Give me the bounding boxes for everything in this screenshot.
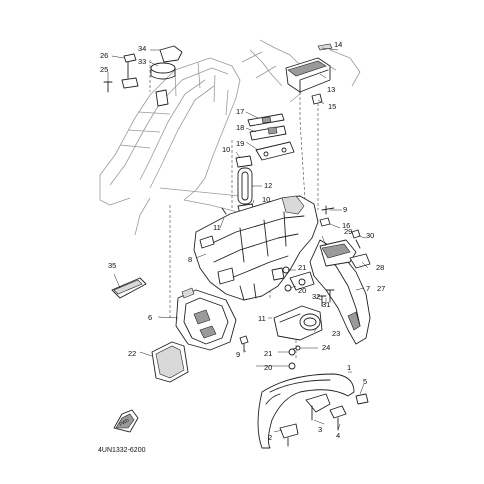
callout-23: 23: [332, 329, 340, 338]
callout-9-lower: 9: [236, 350, 240, 359]
callout-9-upper: 9: [343, 205, 347, 214]
callout-5: 5: [363, 377, 367, 386]
callout-10-upper: 10: [222, 145, 230, 154]
seat-lock-assembly: [285, 43, 333, 105]
callout-numbers: 1 2 3 4 5 6 7 8 9 9 10 10 11 11 12 13 14…: [100, 40, 385, 442]
callout-27: 27: [377, 284, 385, 293]
callout-24: 24: [322, 343, 330, 352]
fasteners: [239, 205, 335, 353]
fwd-label: FWD: [118, 417, 130, 427]
reflector-plate: [151, 341, 189, 383]
callout-22: 22: [128, 349, 136, 358]
leader-lines: [107, 47, 369, 433]
callout-14: 14: [334, 40, 342, 49]
callout-21-upper: 21: [298, 263, 306, 272]
front-direction-indicator: FWD: [113, 409, 139, 433]
callout-25: 25: [100, 65, 108, 74]
callout-4: 4: [336, 431, 340, 440]
rear-fender-inner: [193, 195, 319, 301]
side-cover: [175, 287, 237, 351]
callout-13: 13: [327, 85, 335, 94]
callout-21-lower: 21: [264, 349, 272, 358]
callout-10-lower: 10: [262, 195, 270, 204]
diagram-code: 4UN1332-6200: [98, 447, 146, 454]
callout-1: 1: [347, 363, 351, 372]
callout-20-upper: 20: [298, 286, 306, 295]
callout-7: 7: [366, 284, 370, 293]
callout-26: 26: [100, 51, 108, 60]
callout-20-lower: 20: [264, 363, 272, 372]
callout-12: 12: [264, 181, 272, 190]
cushion-pad: [111, 277, 147, 299]
clamp-assembly: [103, 45, 183, 107]
callout-11-upper: 11: [213, 223, 221, 232]
tail-light-bracket: [319, 229, 371, 269]
callout-34: 34: [138, 44, 146, 53]
callout-32: 32: [312, 292, 320, 301]
rubber-strap: [221, 155, 255, 215]
callout-2: 2: [268, 433, 272, 442]
callout-28: 28: [376, 263, 384, 272]
callout-31: 31: [322, 300, 330, 309]
bracket-stack: [247, 113, 295, 161]
callout-35: 35: [108, 261, 116, 270]
callout-8: 8: [188, 255, 192, 264]
callout-17: 17: [236, 107, 244, 116]
callout-30: 30: [366, 231, 374, 240]
callout-16: 16: [342, 221, 350, 230]
callout-15: 15: [328, 102, 336, 111]
callout-33: 33: [138, 57, 146, 66]
callout-19: 19: [236, 139, 244, 148]
callout-11-lower: 11: [258, 314, 266, 323]
front-fender: [257, 373, 369, 449]
callout-3: 3: [318, 425, 322, 434]
callout-6: 6: [148, 313, 152, 322]
tail-light-unit: [273, 305, 323, 351]
callout-18: 18: [236, 123, 244, 132]
callout-29: 29: [344, 227, 352, 236]
